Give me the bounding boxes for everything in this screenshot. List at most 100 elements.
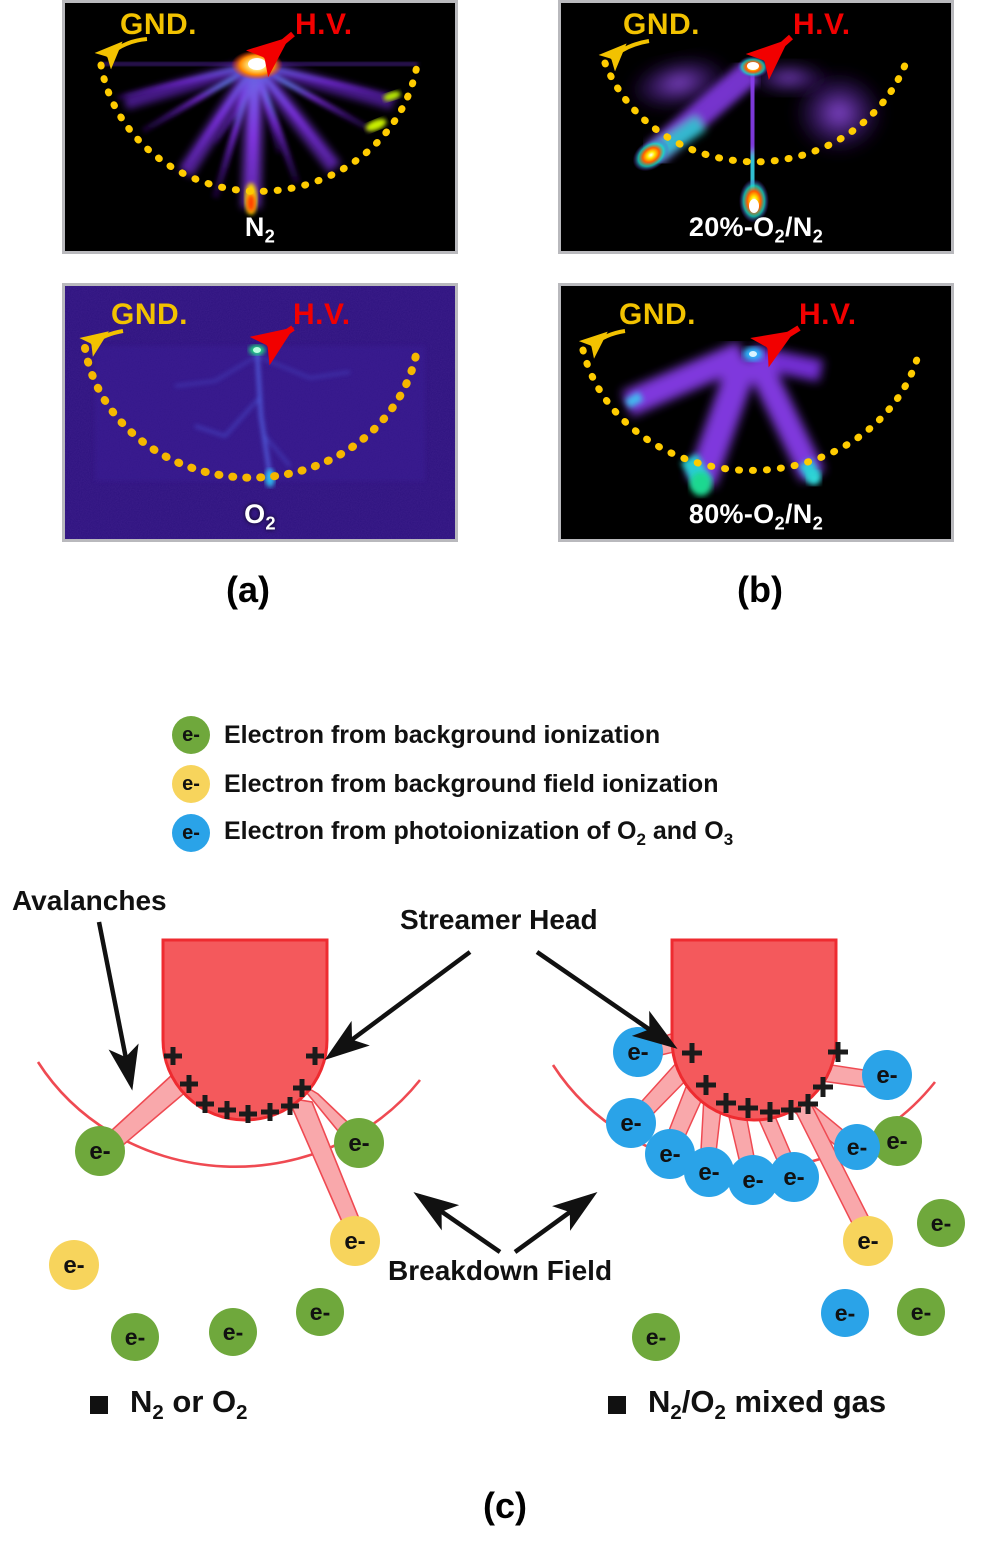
schematic-left-pure-gas: e- e- e- e- e- (36, 938, 422, 1361)
electron-chip-label: e- (182, 773, 200, 795)
svg-text:e-: e- (931, 1210, 951, 1236)
electron-yellow: e- (843, 1216, 893, 1266)
electron-chip-yellow: e- (172, 765, 210, 803)
electron-blue: e- (834, 1124, 880, 1170)
gas-label-pure: N2 or O2 (90, 1384, 247, 1425)
breakdown-field-arrow-left (413, 1192, 502, 1254)
gnd-label: GND. (619, 298, 696, 331)
schematic-right-mixed-gas: e- e- e- e- e- e- e- e- e- e- (551, 938, 965, 1361)
annotation-arrows (96, 921, 678, 1254)
svg-text:e-: e- (620, 1110, 641, 1137)
electron-green: e- (917, 1199, 965, 1247)
panel-caption-o2: O2 (244, 499, 276, 534)
photo-panel-n2: GND. H.V. N2 (62, 0, 458, 254)
streamer-head-right (670, 938, 838, 1122)
hv-label: H.V. (293, 298, 351, 331)
legend-label-background-ionization: Electron from background ionization (224, 720, 661, 749)
svg-text:e-: e- (627, 1039, 648, 1066)
subfigure-label-a: (a) (226, 569, 270, 610)
legend-row-background-ionization: e- Electron from background ionization (172, 716, 660, 754)
panel-caption-80pct: 80%-O2/N2 (688, 499, 824, 534)
electron-chip-label: e- (182, 724, 200, 746)
svg-text:e-: e- (659, 1141, 680, 1168)
streamer-head-left (161, 938, 329, 1122)
bullet-square-left (90, 1395, 108, 1414)
legend-label-photoionization: Electron from photoionization of O2 and … (224, 816, 734, 849)
photo-panel-o2: GND. H.V. O2 (62, 283, 458, 542)
discharge-image-80pct: GND. H.V. 80%-O2/N2 (561, 286, 951, 539)
gas-label-mixed: N2/O2 mixed gas (608, 1384, 886, 1425)
streamer-head-arrow-left (324, 950, 472, 1061)
electron-group-left: e- e- e- e- e- (49, 1118, 384, 1361)
svg-text:e-: e- (698, 1159, 719, 1186)
annotation-avalanches: Avalanches (12, 885, 167, 916)
subfigure-label-b: (b) (737, 569, 783, 610)
panel-caption-n2: N2 (244, 212, 276, 247)
gas-label-pure-text: N2 or O2 (130, 1384, 248, 1425)
svg-text:e-: e- (310, 1299, 330, 1325)
positive-charges-left (164, 1047, 324, 1123)
avalanche-cones-left (97, 1073, 368, 1241)
gas-label-mixed-text: N2/O2 mixed gas (648, 1384, 887, 1425)
svg-text:e-: e- (886, 1128, 907, 1155)
discharge-image-n2: GND. H.V. N2 (65, 3, 455, 251)
annotation-streamer-head: Streamer Head (400, 904, 598, 935)
electron-green: e- (897, 1288, 945, 1336)
breakdown-field-arc-right (551, 1064, 937, 1171)
svg-text:e-: e- (125, 1324, 145, 1350)
electron-green: e- (632, 1313, 680, 1361)
electron-blue: e- (728, 1155, 778, 1205)
svg-text:e-: e- (223, 1319, 243, 1345)
electron-yellow: e- (330, 1216, 380, 1266)
positive-charges-right (682, 1042, 848, 1122)
electron-blue: e- (645, 1129, 695, 1179)
electron-chip-green: e- (172, 716, 210, 754)
electron-blue: e- (613, 1027, 663, 1077)
gnd-label: GND. (623, 8, 700, 41)
avalanche-cones-right (632, 1029, 891, 1244)
legend-row-photoionization: e- Electron from photoionization of O2 a… (172, 814, 733, 852)
svg-text:e-: e- (63, 1252, 84, 1279)
discharge-image-o2: GND. H.V. O2 (65, 286, 455, 539)
breakdown-field-arrow-right (513, 1192, 598, 1254)
svg-text:e-: e- (89, 1138, 110, 1165)
electron-blue: e- (769, 1152, 819, 1202)
avalanches-arrow (96, 921, 139, 1091)
hv-label: H.V. (793, 8, 851, 41)
streamer-head-arrow-right (535, 950, 678, 1049)
electron-chip-blue: e- (172, 814, 210, 852)
electron-green: e- (75, 1126, 125, 1176)
svg-text:e-: e- (835, 1300, 855, 1326)
legend-row-field-ionization: e- Electron from background field ioniza… (172, 765, 718, 803)
annotation-breakdown-field: Breakdown Field (388, 1255, 613, 1286)
svg-text:e-: e- (857, 1228, 878, 1255)
electron-blue: e- (821, 1289, 869, 1337)
photo-panel-80pct: GND. H.V. 80%-O2/N2 (558, 283, 954, 542)
svg-text:e-: e- (646, 1324, 666, 1350)
electron-green: e- (296, 1288, 344, 1336)
legend-label-field-ionization: Electron from background field ionizatio… (224, 769, 719, 798)
bullet-square-right (608, 1395, 626, 1414)
electron-green: e- (209, 1308, 257, 1356)
electron-blue: e- (684, 1147, 734, 1197)
svg-text:e-: e- (911, 1299, 931, 1325)
electron-green: e- (111, 1313, 159, 1361)
electron-yellow: e- (49, 1240, 99, 1290)
svg-text:e-: e- (847, 1134, 867, 1160)
electron-chip-label: e- (182, 822, 200, 844)
svg-text:e-: e- (876, 1062, 897, 1089)
electron-blue: e- (606, 1098, 656, 1148)
gnd-label: GND. (120, 8, 197, 41)
svg-text:e-: e- (344, 1228, 365, 1255)
hv-label: H.V. (295, 8, 353, 41)
breakdown-field-arc-left (36, 1061, 422, 1169)
electron-green: e- (334, 1118, 384, 1168)
subfigure-label-c: (c) (483, 1485, 527, 1526)
hv-label: H.V. (799, 298, 857, 331)
svg-text:e-: e- (783, 1164, 804, 1191)
panel-caption-20pct: 20%-O2/N2 (688, 212, 824, 247)
electron-blue: e- (862, 1050, 912, 1100)
electron-green: e- (872, 1116, 922, 1166)
photo-panel-20pct: GND. H.V. 20%-O2/N2 (558, 0, 954, 254)
